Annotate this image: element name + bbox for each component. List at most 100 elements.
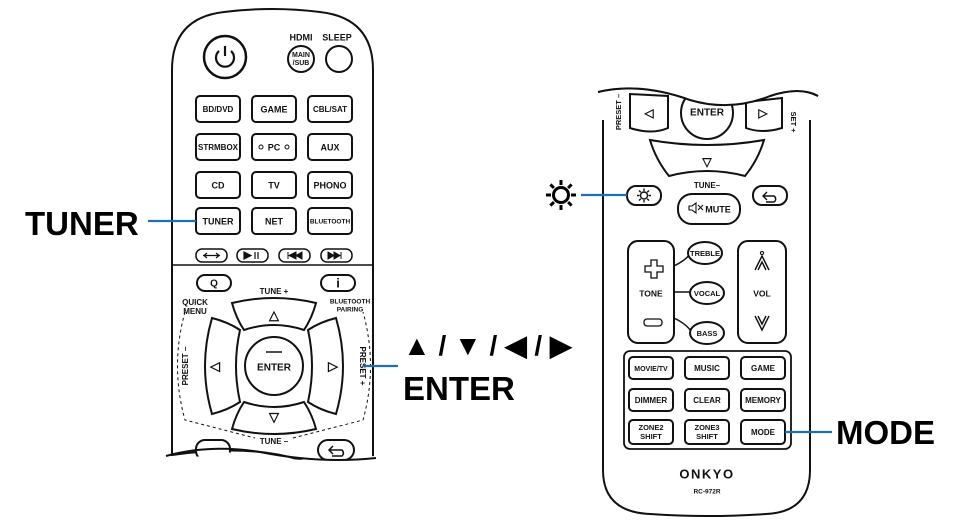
- zone2-shift-button[interactable]: [628, 419, 674, 445]
- model-label: RC-972R: [693, 489, 720, 496]
- brightness-icon: [637, 188, 651, 203]
- tv-input-label: TV: [268, 180, 280, 190]
- tv-input-button[interactable]: [251, 171, 297, 199]
- tuner-input-label: TUNER: [203, 216, 234, 226]
- up-arrow-icon: △: [268, 307, 280, 322]
- hdmi-label: HDMI: [290, 32, 313, 42]
- aux-input-button[interactable]: [307, 133, 353, 161]
- mute-icon: [688, 201, 704, 215]
- cd-input-button[interactable]: [195, 171, 241, 199]
- bluetooth-input-button[interactable]: [307, 207, 353, 235]
- net-input-button[interactable]: [251, 207, 297, 235]
- cbl-sat-input-button[interactable]: [307, 95, 353, 123]
- bd-dvd-input-button[interactable]: [195, 95, 241, 123]
- clear-mode-label: CLEAR: [693, 396, 721, 405]
- right-tune-minus-label: TUNE–: [694, 181, 721, 190]
- quick-menu-button[interactable]: [196, 274, 232, 292]
- right-preset-plus-label: SET +: [789, 111, 798, 133]
- vol-label: VOL: [753, 288, 770, 298]
- tone-minus-icon: [643, 318, 663, 327]
- game-input-button[interactable]: [251, 95, 297, 123]
- info-button[interactable]: [320, 274, 356, 292]
- dimmer-mode-button[interactable]: [628, 388, 674, 412]
- zone3-label-1: ZONE3: [694, 423, 719, 432]
- right-button[interactable]: [306, 316, 344, 416]
- right-down-button[interactable]: [648, 138, 766, 178]
- right-arrow-icon: ▷: [327, 358, 339, 373]
- bass-button[interactable]: [689, 321, 725, 345]
- memory-mode-label: MEMORY: [745, 396, 781, 405]
- zone3-shift-button[interactable]: [684, 419, 730, 445]
- right-down-arrow-icon: ▽: [701, 155, 712, 169]
- mute-button[interactable]: [677, 193, 741, 225]
- game-mode-button[interactable]: [740, 356, 786, 380]
- quick-menu-q-label: Q: [210, 279, 218, 290]
- music-mode-label: MUSIC: [694, 364, 720, 373]
- volume-down-icon: [754, 315, 770, 332]
- volume-rocker[interactable]: [737, 240, 787, 344]
- mode-button-label: MODE: [751, 428, 776, 437]
- net-input-label: NET: [265, 216, 284, 226]
- callouts: TUNER ▲ / ▼ / ◀ / ▶ ENTER MODE: [25, 180, 935, 451]
- enter-label: ENTER: [257, 363, 292, 374]
- repeat-icon: [203, 252, 220, 259]
- cbl-sat-input-label: CBL/SAT: [313, 105, 347, 114]
- play-pause-button[interactable]: [236, 248, 269, 263]
- zone3-label-2: SHIFT: [696, 432, 718, 441]
- power-button[interactable]: [202, 34, 248, 80]
- bluetooth-input-label: BLUETOOTH: [310, 219, 351, 226]
- tone-label: TONE: [639, 288, 663, 298]
- right-enter-label: ENTER: [690, 108, 725, 119]
- main-sub-label-1: MAIN: [292, 52, 310, 59]
- clear-mode-button[interactable]: [684, 388, 730, 412]
- down-button[interactable]: [230, 400, 318, 435]
- quick-menu-text-1: QUICK: [182, 298, 208, 307]
- preset-plus-label: PRESET +: [358, 347, 367, 386]
- sun-gear-icon: [546, 180, 576, 210]
- right-right-button[interactable]: [745, 96, 783, 132]
- aux-input-label: AUX: [320, 142, 339, 152]
- info-label: i: [336, 275, 340, 290]
- pc-input-label: PC: [268, 142, 281, 152]
- right-preset-minus-label: PRESET –: [614, 94, 623, 130]
- dimmer-mode-label: DIMMER: [635, 396, 668, 405]
- memory-mode-button[interactable]: [740, 388, 786, 412]
- mode-callout: MODE: [836, 414, 935, 451]
- main-sub-button[interactable]: [287, 45, 315, 73]
- mute-label: MUTE: [705, 204, 731, 214]
- vocal-button[interactable]: [689, 281, 725, 305]
- up-button[interactable]: [230, 297, 318, 332]
- cd-input-label: CD: [212, 180, 225, 190]
- zone2-label-1: ZONE2: [638, 423, 663, 432]
- right-return-icon: [762, 191, 777, 203]
- volume-up-icon: [754, 254, 770, 271]
- phono-input-button[interactable]: [307, 171, 353, 199]
- right-left-button[interactable]: [629, 92, 669, 133]
- return-icon: [327, 445, 345, 457]
- preset-minus-label: PRESET –: [181, 346, 190, 385]
- sleep-button[interactable]: [325, 45, 353, 73]
- enter-button[interactable]: [244, 336, 304, 396]
- bd-dvd-input-label: BD/DVD: [203, 105, 234, 114]
- pc-input-button[interactable]: [251, 133, 297, 161]
- next-icon: [327, 251, 342, 260]
- music-mode-button[interactable]: [684, 356, 730, 380]
- power-icon: [214, 50, 236, 68]
- left-button[interactable]: [204, 316, 242, 416]
- vocal-label: VOCAL: [694, 289, 721, 298]
- enter-callout: ENTER: [403, 370, 515, 407]
- down-arrow-icon: ▽: [268, 409, 280, 424]
- movie-tv-mode-button[interactable]: [628, 356, 674, 380]
- brand-logo: ONKYO: [679, 466, 734, 481]
- quick-menu-text-2: MENU: [183, 307, 207, 316]
- arrows-callout: ▲ / ▼ / ◀ / ▶: [403, 330, 573, 361]
- strmbox-input-button[interactable]: [195, 133, 241, 161]
- main-sub-label-2: /SUB: [293, 60, 310, 67]
- phono-input-label: PHONO: [313, 180, 346, 190]
- tuner-callout: TUNER: [25, 205, 139, 242]
- right-left-arrow-icon: ◁: [643, 106, 654, 120]
- game-mode-label: GAME: [751, 364, 776, 373]
- treble-button[interactable]: [687, 241, 723, 265]
